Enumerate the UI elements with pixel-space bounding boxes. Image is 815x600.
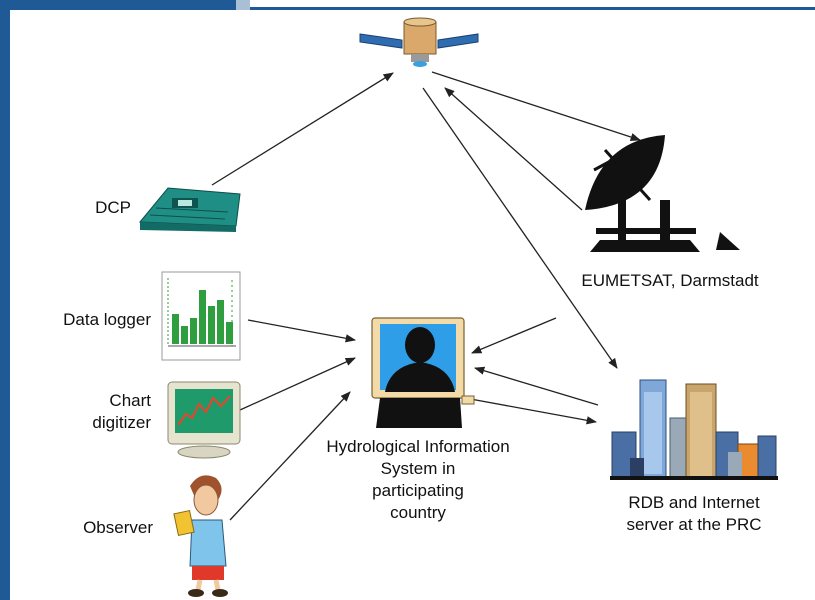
label-his-line3: participating [372, 481, 464, 500]
label-his-line2: System in [380, 459, 456, 478]
label-chart-digitizer-line2: digitizer [92, 413, 151, 432]
arrow-satellite-to-eumetsat [431, 71, 641, 142]
label-chart-digitizer-line1: Chart [109, 391, 151, 410]
label-his: Hydrological Information System in parti… [296, 436, 540, 524]
label-chart-digitizer: Chart digitizer [92, 390, 151, 434]
arrow-dcp-to-satellite [211, 72, 394, 186]
label-observer: Observer [83, 518, 153, 537]
label-eumetsat: EUMETSAT, Darmstadt [581, 271, 759, 290]
label-data-logger: Data logger [63, 310, 151, 329]
dcp-device-icon [138, 187, 241, 232]
his-workstation-icon [371, 317, 475, 428]
label-dcp: DCP [95, 198, 131, 217]
label-rdb: RDB and Internet server at the PRC [596, 492, 792, 536]
label-rdb-line2: server at the PRC [626, 515, 762, 534]
frame-top-accent [236, 0, 250, 10]
arrow-digitizer-to-his [239, 357, 356, 411]
frame-top-line [250, 7, 815, 10]
frame-top-block [0, 0, 236, 10]
arrow-observer-to-his [229, 391, 351, 521]
frame-left-bar [0, 0, 10, 600]
satellite-icon [359, 17, 479, 67]
label-his-line4: country [390, 503, 446, 522]
data-logger-chart-icon [161, 271, 241, 361]
arrow-his-to-rdb [464, 397, 598, 425]
arrow-logger-to-his [247, 319, 357, 343]
satellite-dish-icon [585, 135, 740, 252]
label-rdb-line1: RDB and Internet [628, 493, 760, 512]
arrow-rdb-to-his [474, 366, 599, 406]
chart-digitizer-icon [167, 381, 241, 459]
label-his-line1: Hydrological Information [326, 437, 510, 456]
arrow-satellite-to-rdb [422, 87, 618, 369]
arrow-eumetsat-to-satellite [444, 87, 583, 211]
city-buildings-icon [610, 379, 778, 480]
arrow-eumetsat-to-his [471, 317, 557, 354]
observer-person-icon [173, 475, 228, 597]
